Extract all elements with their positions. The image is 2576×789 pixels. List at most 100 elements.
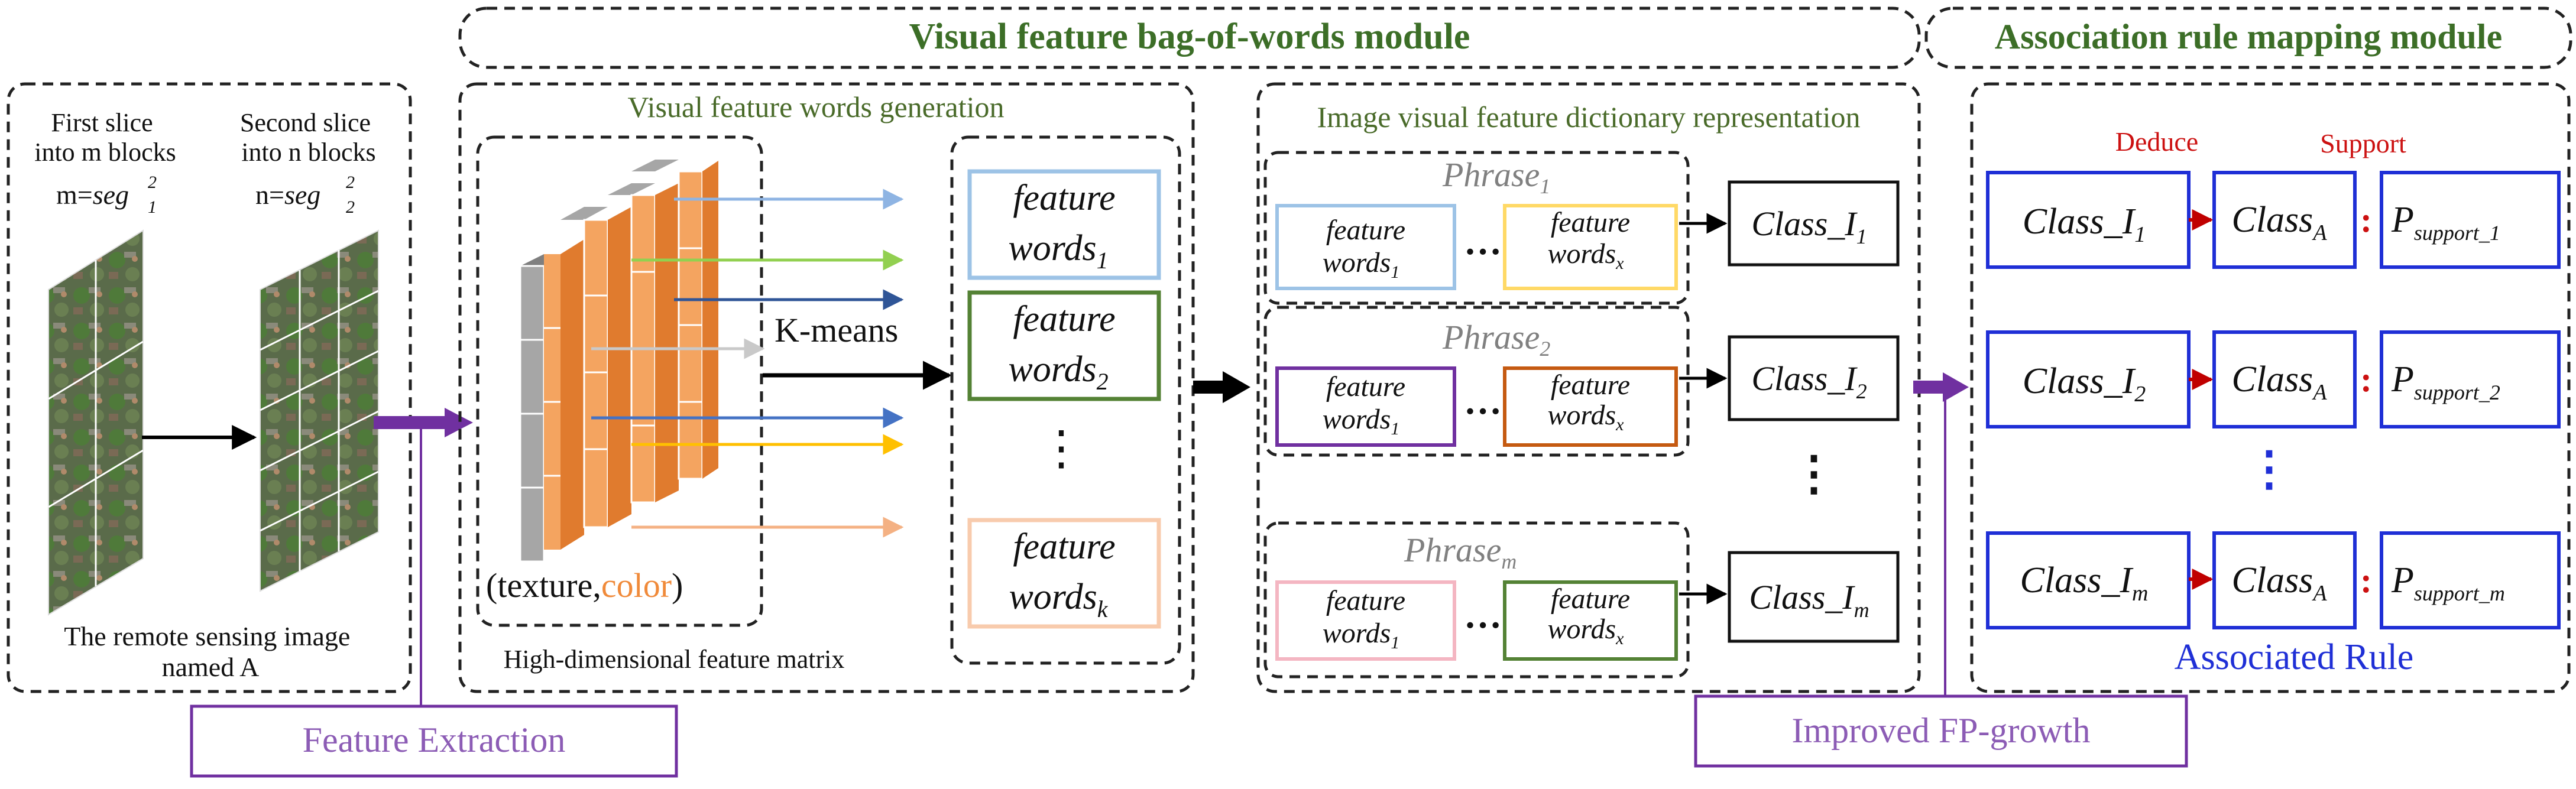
fp-growth-box	[1694, 694, 2188, 768]
svg-text:wordsx: wordsx	[1548, 400, 1625, 434]
m-formula-sup: 2	[148, 173, 157, 192]
feature-extraction-label: Feature Extraction	[303, 720, 566, 759]
fp-growth-label: Improved FP-growth	[1792, 711, 2091, 750]
svg-text:Phrase2: Phrase2	[1442, 318, 1550, 361]
kmeans-label: K-means	[775, 311, 898, 349]
bow-module-frame	[458, 7, 1921, 69]
svg-text:wordsx: wordsx	[1548, 613, 1625, 648]
matrix-label: (texture,color)	[486, 566, 683, 605]
rule-row-m: Class_Im ClassA : Psupport_m	[1986, 531, 2561, 629]
slicing-frame	[7, 82, 412, 693]
feature-word-box-2: feature words2	[967, 290, 1161, 401]
m-formula: m=seg	[56, 180, 129, 210]
second-slice-text: Second slice into n blocks	[240, 108, 377, 167]
svg-text:…: …	[1464, 220, 1502, 262]
m-formula-sub: 1	[148, 197, 157, 217]
remote-sensing-image-m-blocks	[48, 229, 144, 616]
orange-slab-3	[630, 183, 679, 504]
class-box-2: Class_I2	[1728, 335, 1900, 421]
words-generation-panel: Visual feature words generation	[458, 82, 1195, 693]
n-formula-sub: 2	[346, 197, 355, 217]
dictionary-title: Image visual feature dictionary represen…	[1317, 100, 1860, 134]
rule-row-1: Class_I1 ClassA : Psupport_1	[1986, 171, 2561, 269]
fp-growth-step: Improved FP-growth	[1694, 372, 2188, 768]
class-box-1: Class_I1	[1728, 180, 1900, 267]
svg-text:feature: feature	[1326, 215, 1405, 246]
feature-extraction-step: Feature Extraction	[190, 408, 678, 778]
svg-text:ClassA: ClassA	[2231, 560, 2327, 606]
svg-text:Class_Im: Class_Im	[1749, 578, 1869, 622]
svg-text::: :	[2360, 360, 2372, 399]
svg-text:feature: feature	[1551, 583, 1630, 615]
svg-text:Class_Im: Class_Im	[2020, 560, 2149, 606]
svg-text:feature: feature	[1013, 299, 1115, 339]
bow-module-header: Visual feature bag-of-words module	[458, 7, 1921, 69]
feature-word-box-1: feature words1	[967, 169, 1161, 280]
svg-text:Psupport_1: Psupport_1	[2391, 200, 2500, 245]
association-panel: Deduce Support Class_I1 ClassA : Psuppor…	[1970, 82, 2571, 693]
svg-text:Phrase1: Phrase1	[1442, 155, 1550, 198]
feature-words-frame	[950, 135, 1181, 665]
svg-text:…: …	[1464, 594, 1502, 636]
svg-text:wordsk: wordsk	[1009, 577, 1108, 622]
orange-slab-2	[583, 207, 631, 528]
svg-text:Class_I2: Class_I2	[1751, 359, 1867, 403]
feature-arrows	[591, 189, 904, 538]
deduce-label: Deduce	[2115, 126, 2198, 157]
words-generation-title: Visual feature words generation	[627, 90, 1004, 124]
svg-text:feature: feature	[1326, 371, 1405, 402]
svg-text:feature: feature	[1326, 585, 1405, 616]
bow-module-title: Visual feature bag-of-words module	[909, 17, 1470, 57]
arm-module-header: Association rule mapping module	[1924, 7, 2572, 69]
svg-text:ClassA: ClassA	[2231, 359, 2327, 405]
svg-text:Psupport_m: Psupport_m	[2391, 560, 2505, 605]
dictionary-panel: Image visual feature dictionary represen…	[1256, 82, 1921, 693]
svg-text:Phrasem: Phrasem	[1404, 531, 1517, 573]
support-label: Support	[2320, 128, 2406, 158]
image-caption: The remote sensing image named A	[64, 621, 357, 682]
svg-text:Class_I1: Class_I1	[2023, 202, 2146, 247]
remote-sensing-image-n-blocks	[260, 229, 379, 592]
svg-text:words1: words1	[1323, 247, 1400, 282]
svg-text:words2: words2	[1008, 349, 1108, 395]
class-ellipsis: ⋮	[1790, 448, 1838, 500]
svg-text:Class_I2: Class_I2	[2023, 361, 2146, 407]
svg-text:feature: feature	[1013, 178, 1115, 218]
orange-slab-1	[544, 239, 584, 550]
svg-text::: :	[2360, 561, 2372, 600]
n-formula-sup: 2	[346, 173, 355, 192]
feature-words-ellipsis: ⋮	[1038, 423, 1085, 475]
gray-slab-top	[560, 160, 679, 220]
class-box-m: Class_Im	[1728, 551, 1900, 643]
svg-text:feature: feature	[1551, 207, 1630, 238]
phrase-group-2: Phrase2 feature words1 … feature wordsx	[1263, 306, 1690, 457]
feature-matrix-frame	[476, 135, 763, 627]
svg-text:Class_I1: Class_I1	[1751, 204, 1867, 248]
feature-word-box-k: feature wordsk	[967, 518, 1161, 629]
svg-text:Psupport_2: Psupport_2	[2391, 359, 2500, 404]
svg-text:words1: words1	[1008, 228, 1108, 274]
arm-module-frame	[1924, 7, 2572, 69]
panel-connector-arrow	[1193, 371, 1250, 403]
matrix-caption: High-dimensional feature matrix	[504, 645, 845, 674]
svg-text:wordsx: wordsx	[1548, 238, 1625, 273]
svg-text:ClassA: ClassA	[2231, 200, 2327, 245]
gray-slab	[519, 254, 545, 563]
feature-extraction-box	[190, 704, 678, 778]
svg-text:feature: feature	[1013, 527, 1115, 567]
svg-text:…: …	[1464, 380, 1502, 422]
first-slice-text: First slice into m blocks	[34, 108, 176, 167]
n-formula: n=seg	[255, 180, 320, 210]
svg-text:words1: words1	[1323, 404, 1400, 439]
phrase-group-m: Phrasem feature words1 … feature wordsx	[1263, 521, 1690, 678]
svg-text:feature: feature	[1551, 369, 1630, 401]
associated-rule-caption: Associated Rule	[2175, 637, 2414, 677]
phrase-group-1: Phrase1 feature words1 … feature wordsx	[1263, 151, 1690, 305]
feature-matrix-cube	[519, 160, 718, 563]
arm-module-title: Association rule mapping module	[1995, 17, 2502, 56]
svg-text:words1: words1	[1323, 618, 1400, 652]
orange-slab-4	[678, 161, 718, 480]
rule-row-2: Class_I2 ClassA : Psupport_2	[1986, 330, 2561, 428]
slicing-panel: First slice into m blocks Second slice i…	[7, 82, 412, 693]
